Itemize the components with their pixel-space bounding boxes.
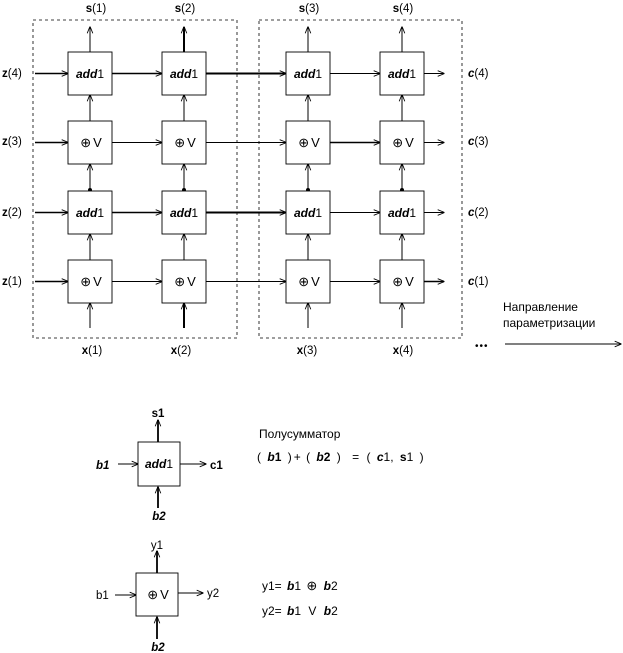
- cell-xor-r1-c2: ⊕V: [161, 259, 207, 304]
- legend-add-right-label: c1: [210, 460, 223, 472]
- x-label-3: x(3): [297, 345, 318, 357]
- svg-text:add1: add1: [294, 67, 322, 81]
- legend-add-cell: add1: [137, 441, 181, 487]
- svg-text:⊕V: ⊕V: [147, 587, 169, 602]
- s-label-4: s(4): [393, 3, 414, 15]
- s-label-3: s(3): [299, 3, 320, 15]
- z-label-4: z(4): [2, 68, 22, 80]
- cell-add-r2-c3: add1: [285, 190, 331, 235]
- cell-add-r4-c4: add1: [379, 51, 425, 96]
- xor-equation-y2: y2= b1 V b2: [262, 604, 338, 618]
- svg-text:add1: add1: [76, 67, 104, 81]
- svg-text:⊕V: ⊕V: [392, 274, 414, 289]
- svg-text:add1: add1: [388, 206, 416, 220]
- legend-xor-bottom-label: b2: [151, 642, 165, 653]
- cell-xor-r1-c1: ⊕V: [67, 259, 113, 304]
- svg-text:add1: add1: [145, 457, 173, 471]
- x-label-1: x(1): [82, 345, 103, 357]
- s-label-1: s(1): [86, 3, 107, 15]
- svg-text:⊕V: ⊕V: [298, 274, 320, 289]
- c-label-2: c(2): [468, 207, 489, 219]
- svg-text:⊕V: ⊕V: [174, 135, 196, 150]
- cell-xor-r3-c2: ⊕V: [161, 120, 207, 165]
- cell-add-r4-c3: add1: [285, 51, 331, 96]
- c-label-1: c(1): [468, 276, 489, 288]
- c-label-4: c(4): [468, 68, 489, 80]
- legend-add-wires: [118, 420, 206, 508]
- group-frame-left: [32, 19, 238, 339]
- legend-add-bottom-label: b2: [152, 511, 166, 523]
- xor-equation-y1: y1= b1 ⊕ b2: [262, 578, 338, 593]
- z-label-2: z(2): [2, 207, 22, 219]
- svg-text:⊕V: ⊕V: [80, 274, 102, 289]
- cell-add-r4-c2: add1: [161, 51, 207, 96]
- group-frame-right: [258, 19, 463, 339]
- direction-label-line2: параметризации: [503, 316, 595, 330]
- z-label-3: z(3): [2, 136, 22, 148]
- cell-xor-r3-c3: ⊕V: [285, 120, 331, 165]
- half-adder-title: Полусумматор: [259, 427, 341, 441]
- grid-wires: [35, 27, 444, 328]
- legend-xor-top-label: y1: [151, 540, 163, 552]
- s-label-2: s(2): [175, 3, 196, 15]
- svg-text:⊕V: ⊕V: [80, 135, 102, 150]
- cell-add-r4-c1: add1: [67, 51, 113, 96]
- legend-xor-cell: ⊕V: [135, 572, 179, 617]
- svg-text:add1: add1: [294, 206, 322, 220]
- x-label-4: x(4): [393, 345, 414, 357]
- cell-xor-r3-c4: ⊕V: [379, 120, 425, 165]
- legend-xor-wires: [115, 551, 203, 639]
- direction-label-line1: Направление: [503, 300, 578, 314]
- cell-xor-r1-c3: ⊕V: [285, 259, 331, 304]
- cell-xor-r3-c1: ⊕V: [67, 120, 113, 165]
- svg-text:⊕V: ⊕V: [298, 135, 320, 150]
- c-label-3: c(3): [468, 136, 489, 148]
- legend-add-left-label: b1: [96, 460, 109, 472]
- svg-text:add1: add1: [170, 67, 198, 81]
- ellipsis: •••: [475, 341, 489, 352]
- legend-add-top-label: s1: [152, 408, 165, 420]
- svg-text:⊕V: ⊕V: [174, 274, 196, 289]
- svg-text:⊕V: ⊕V: [392, 135, 414, 150]
- legend-xor-right-label: y2: [207, 588, 219, 600]
- cell-add-r2-c4: add1: [379, 190, 425, 235]
- half-adder-equation: ( b1 )+ ( b2 ) = ( c1, s1 ): [257, 450, 424, 464]
- svg-text:add1: add1: [170, 206, 198, 220]
- z-label-1: z(1): [2, 276, 22, 288]
- cell-add-r2-c2: add1: [161, 190, 207, 235]
- cell-xor-r1-c4: ⊕V: [379, 259, 425, 304]
- legend-xor-left-label: b1: [96, 590, 109, 602]
- svg-text:add1: add1: [388, 67, 416, 81]
- x-label-2: x(2): [171, 345, 192, 357]
- cell-add-r2-c1: add1: [67, 190, 113, 235]
- svg-text:add1: add1: [76, 206, 104, 220]
